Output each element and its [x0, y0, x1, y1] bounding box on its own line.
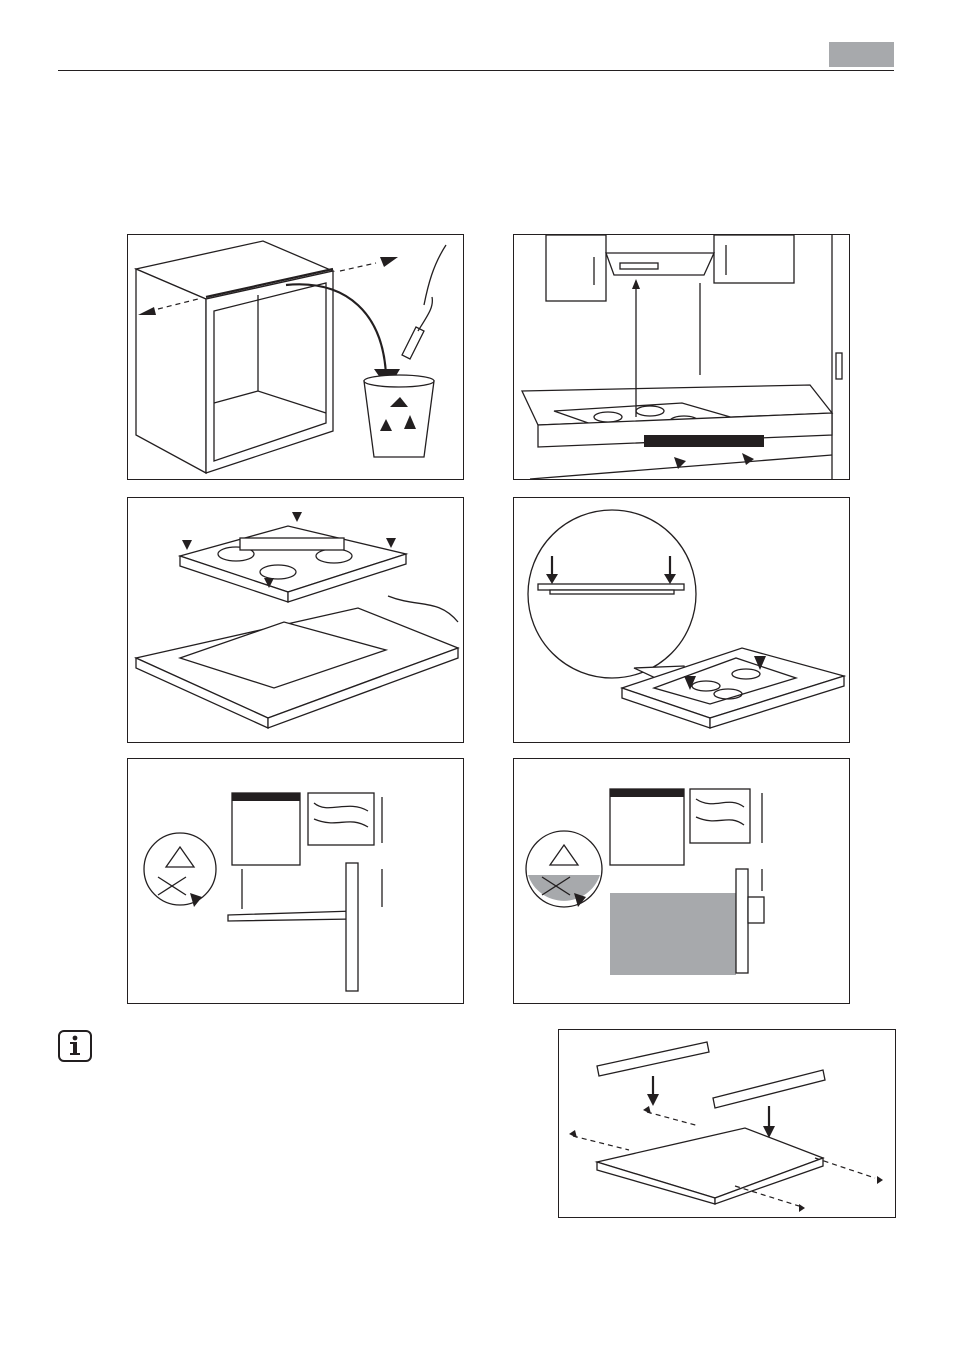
language-tab	[829, 42, 894, 67]
figure-cabinet-remove-crossbar	[127, 234, 464, 480]
cabinet-illustration	[128, 235, 463, 479]
figure-hob-into-cutout-dimensions	[127, 497, 464, 743]
figure-seal-edge-detail	[513, 497, 850, 743]
kitchen-illustration	[514, 235, 849, 479]
detail-illustration	[514, 498, 849, 742]
bracket-illustration	[559, 1030, 895, 1217]
figure-clearance-over-drawer	[127, 758, 464, 1004]
figure-clearance-over-oven	[513, 758, 850, 1004]
header-rule	[58, 70, 894, 71]
figure-hob-clearances-under-hood	[513, 234, 850, 480]
cutout-illustration	[128, 498, 463, 742]
info-icon	[58, 1030, 92, 1062]
figure-mounting-brackets-screws	[558, 1029, 896, 1218]
oven-section-illustration	[514, 759, 849, 1003]
drawer-section-illustration	[128, 759, 463, 1003]
